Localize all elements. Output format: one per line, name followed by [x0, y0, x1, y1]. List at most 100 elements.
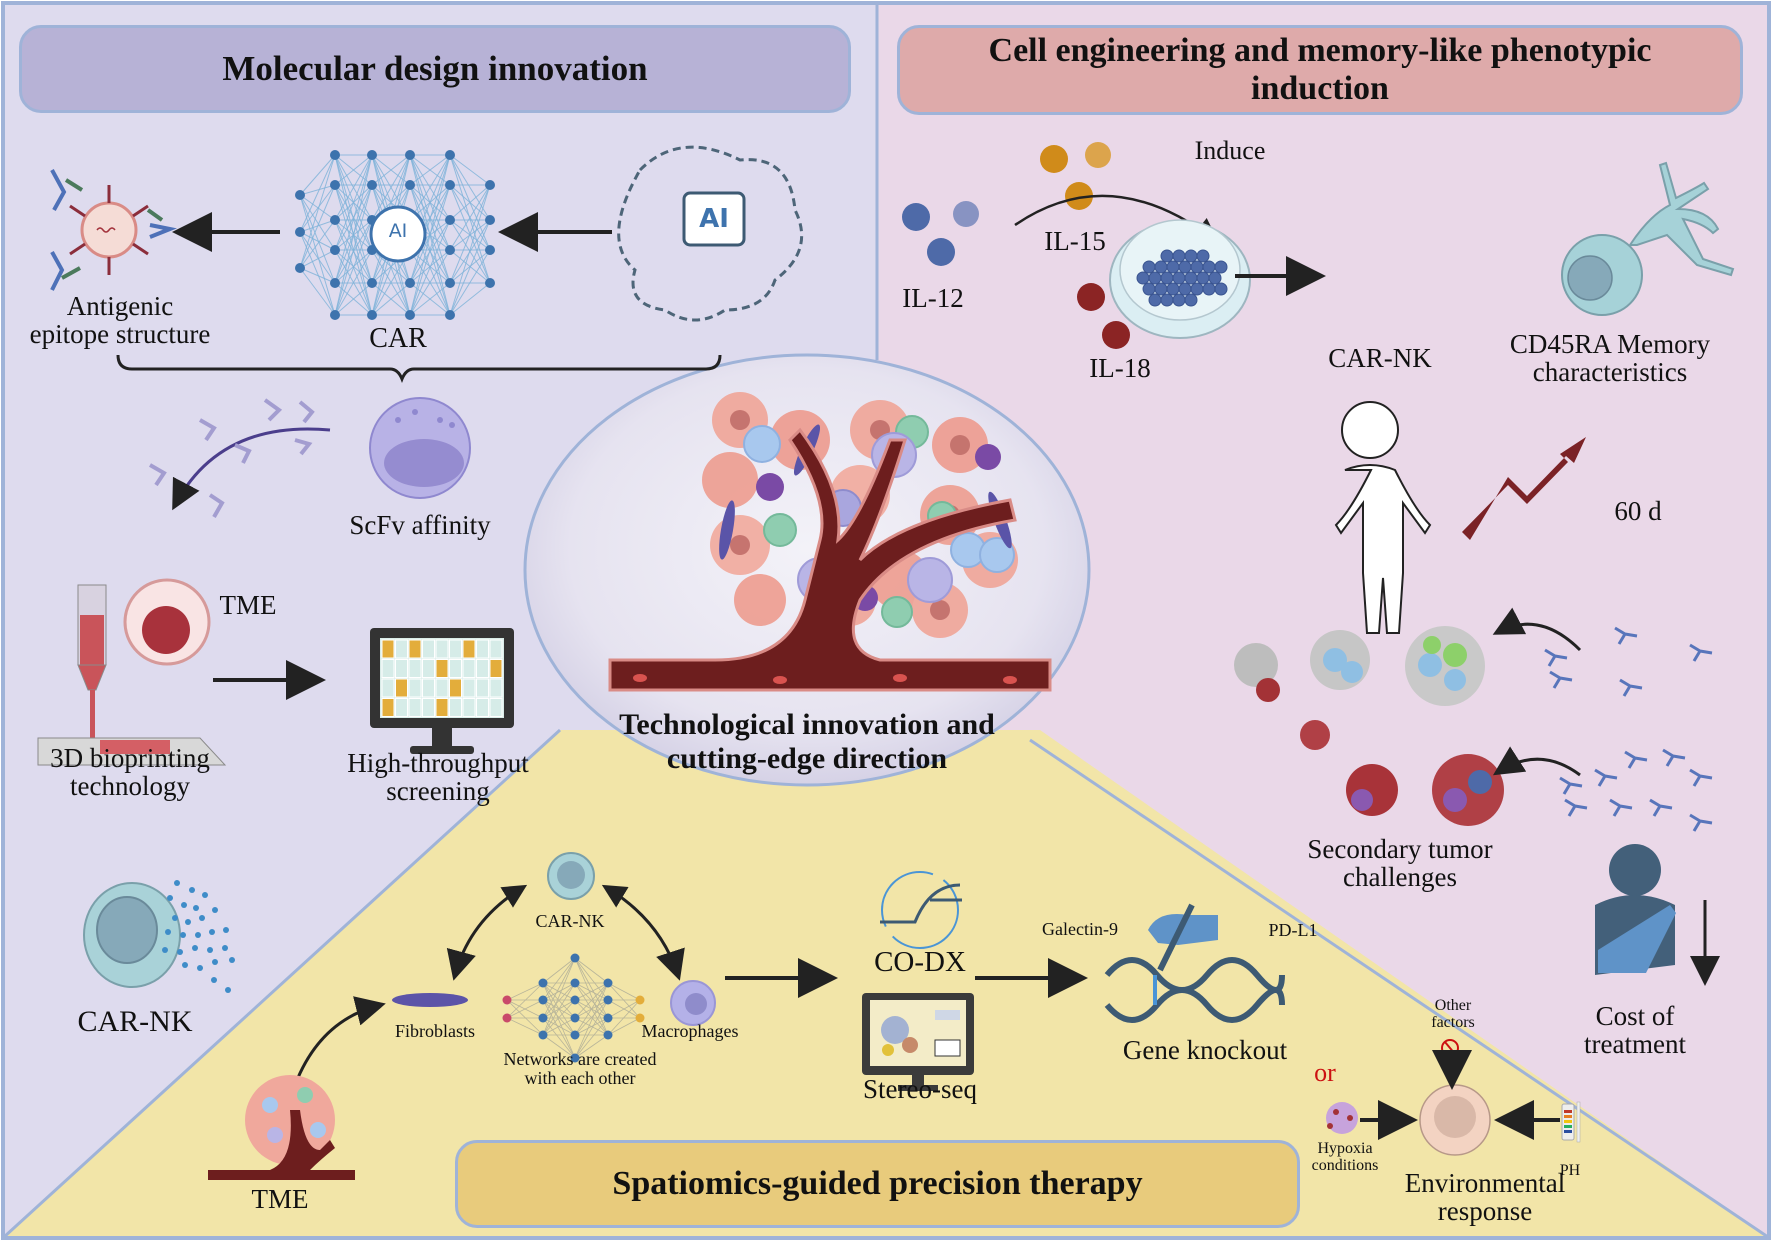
arrow-tme-to-fibroblasts [293, 996, 386, 1086]
networks-line1: Networks are created [503, 1049, 657, 1069]
network-node [570, 953, 580, 963]
secreted-dot [229, 957, 235, 963]
hts-well [489, 678, 503, 698]
network-node [502, 995, 512, 1005]
network-node [570, 1053, 580, 1063]
hts-well [449, 698, 462, 717]
hts-well [489, 698, 503, 717]
antigenic-line1: Antigenic [66, 291, 174, 321]
fibroblasts-label: Fibroblasts [394, 1021, 475, 1041]
or-label: or [1314, 1058, 1336, 1087]
ai-net-badge [369, 205, 427, 263]
hts-well [422, 659, 435, 678]
antibody-glyph [1609, 798, 1633, 817]
carnk-secreting-icon [83, 880, 235, 993]
hts-well [449, 659, 462, 678]
secreted-dot [195, 932, 201, 938]
carnk-left-label: CAR-NK [77, 1005, 193, 1038]
hts-well [408, 678, 422, 698]
network-node [570, 978, 580, 988]
memory-label: CD45RA Memory characteristics [1480, 330, 1740, 386]
environmental-cell-icon [1419, 1084, 1491, 1156]
arrow-carnk-macrophages [601, 884, 685, 981]
network-node [330, 180, 340, 190]
ai-brain-icon [617, 145, 804, 322]
secreted-dot [162, 947, 168, 953]
patient-sling-icon [1595, 844, 1676, 975]
macrophages-label: Macrophages [641, 1021, 739, 1041]
cultured-cell [1172, 271, 1186, 285]
antibody-glyph [1662, 748, 1686, 767]
center-title-line2: cutting-edge direction [666, 741, 948, 775]
secondary-line2: challenges [1343, 861, 1457, 892]
hts-well [462, 698, 476, 717]
hts-well [381, 678, 395, 698]
hts-well [408, 698, 422, 717]
arrow-carnk-fibroblasts [446, 884, 528, 981]
secreted-dot [172, 915, 178, 921]
other-line2: factors [1431, 1013, 1475, 1031]
antibody-glyph [1689, 768, 1713, 787]
hts-well [381, 639, 395, 659]
bioprint-line1: 3D bioprinting [50, 743, 210, 773]
secondary-line1: Secondary tumor [1307, 834, 1493, 864]
ai-chip-label: AI [699, 204, 729, 234]
small-network-icon [502, 953, 645, 1063]
network-node [635, 995, 645, 1005]
hts-well [489, 659, 503, 678]
hts-well [395, 678, 408, 698]
carnk-dish-label: CAR-NK [1328, 343, 1432, 373]
hts-monitor-icon [370, 628, 514, 754]
hts-well [381, 659, 395, 678]
network-node [538, 978, 548, 988]
network-node [445, 245, 455, 255]
network-node [635, 1013, 645, 1023]
car-label: CAR [369, 323, 427, 354]
network-node [485, 180, 495, 190]
cultured-cell [1178, 260, 1192, 274]
secreted-dot [211, 977, 217, 983]
hts-well [476, 698, 489, 717]
secreted-dot [182, 962, 188, 968]
cultured-cell [1160, 271, 1174, 285]
cultured-cell [1190, 282, 1204, 296]
secreted-dot [177, 949, 183, 955]
antigenic-epitope-icon [50, 169, 177, 291]
secreted-dot [207, 947, 213, 953]
secreted-dot [212, 959, 218, 965]
scfv-label: ScFv affinity [349, 510, 491, 540]
secreted-dot [189, 887, 195, 893]
scfv-cell-icon [369, 397, 471, 499]
tme-label: TME [219, 590, 277, 620]
secreted-dot [212, 907, 218, 913]
network-node [330, 215, 340, 225]
cultured-cell [1196, 271, 1210, 285]
antibody-glyph [1619, 678, 1643, 697]
hts-well [395, 698, 408, 717]
hts-well [408, 639, 422, 659]
hts-label: High-throughput screening [318, 748, 558, 806]
cultured-cell [1184, 293, 1198, 307]
other-factors-label: Other factors [1408, 997, 1498, 1032]
macrophage-icon [670, 980, 716, 1026]
cultured-cell [1166, 282, 1180, 296]
cultured-cell [1208, 271, 1222, 285]
carnk-small-icon [547, 852, 595, 900]
network-node [405, 180, 415, 190]
network-node [538, 1030, 548, 1040]
ph-strip-icon [1561, 1101, 1581, 1143]
secreted-dot [185, 919, 191, 925]
codx-label: CO-DX [874, 946, 966, 978]
hts-well [449, 678, 462, 698]
codx-dna-icon [880, 871, 962, 949]
hts-well [435, 659, 449, 678]
antibody-glyph [1549, 670, 1573, 689]
pdl1-label: PD-L1 [1268, 920, 1318, 940]
cultured-cell [1166, 260, 1180, 274]
hts-line1: High-throughput [347, 748, 529, 778]
hypoxia-line1: Hypoxia [1317, 1140, 1373, 1157]
hypoxia-line2: conditions [1311, 1156, 1379, 1174]
antibody-glyph [1544, 648, 1568, 667]
hts-well [489, 639, 503, 659]
network-node [485, 245, 495, 255]
